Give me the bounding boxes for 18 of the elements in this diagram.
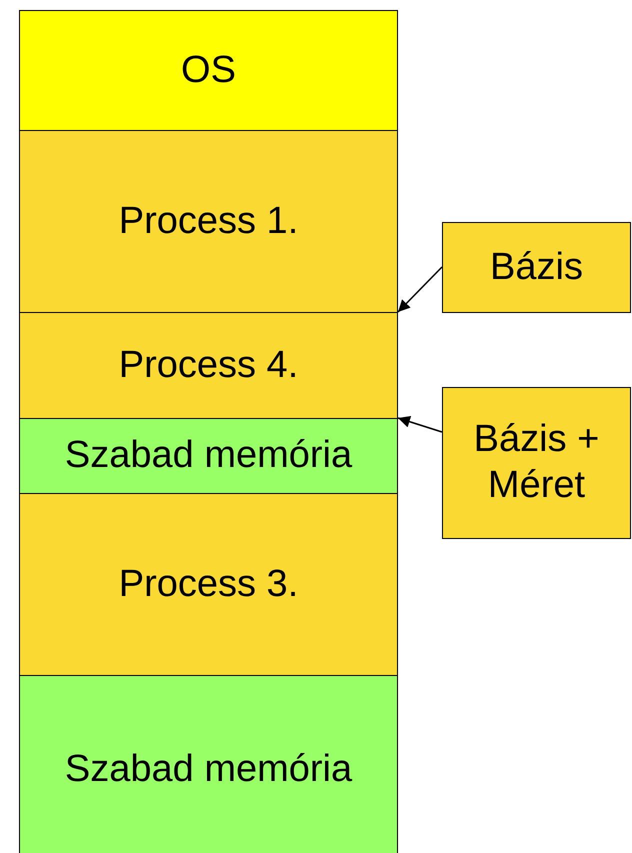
register-box <box>442 387 631 539</box>
memory-segment <box>19 312 398 419</box>
node-label: Szabad memória <box>64 433 352 478</box>
node-label: Bázis + Méret <box>472 417 600 508</box>
memory-segment <box>19 493 398 676</box>
memory-segment <box>19 130 398 313</box>
node-label: Bázis <box>490 244 583 290</box>
node-label: Szabad memória <box>64 747 352 792</box>
arrow <box>397 266 443 313</box>
memory-segment <box>19 675 398 853</box>
memory-segment <box>19 418 398 494</box>
arrow <box>398 416 442 433</box>
register-box <box>442 222 631 313</box>
node-label: Process 3. <box>118 562 298 607</box>
memory-segment <box>19 10 398 131</box>
node-label: OS <box>181 48 236 93</box>
node-label: Process 1. <box>118 198 298 244</box>
node-label: Process 4. <box>118 342 298 388</box>
